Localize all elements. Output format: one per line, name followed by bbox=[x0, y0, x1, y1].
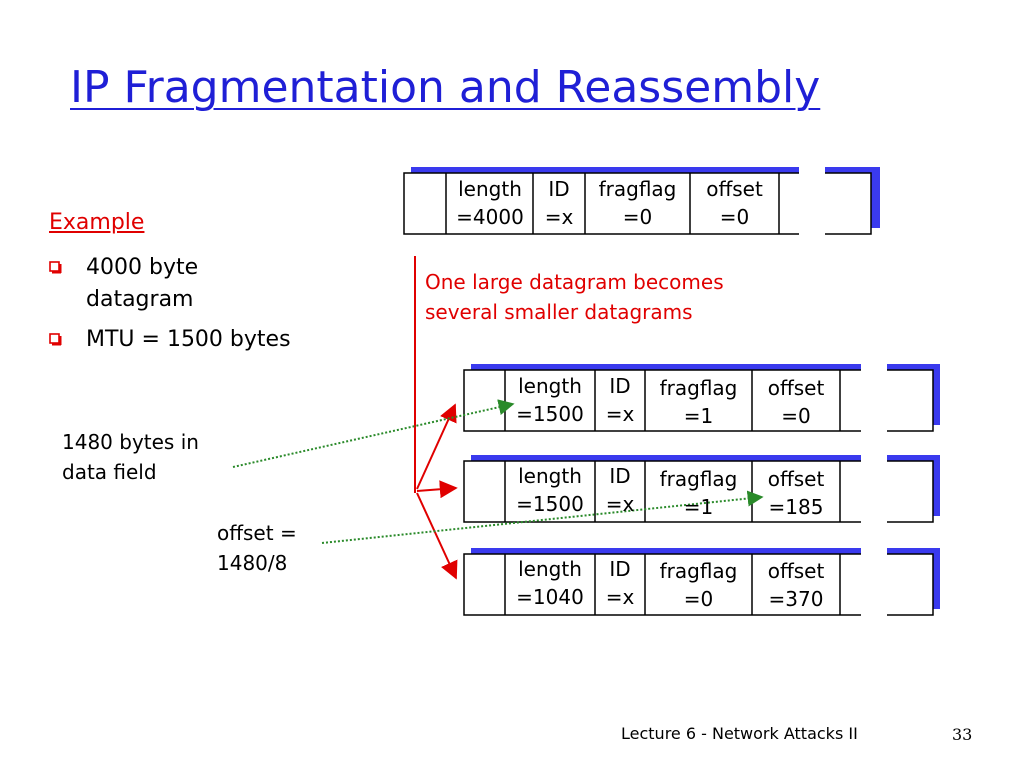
bullet-text: 4000 byte datagram bbox=[86, 252, 198, 316]
bullet-text-line-1: 4000 byte bbox=[86, 255, 199, 280]
fragment-2-id-field: ID =x bbox=[596, 462, 644, 518]
checkbox-bullet-icon bbox=[49, 333, 62, 346]
fragment-2-fragflag-field: fragflag =1 bbox=[646, 465, 751, 521]
original-length-field: length =4000 bbox=[448, 175, 532, 231]
offset-note: offset = 1480/8 bbox=[217, 518, 297, 578]
bullet-text: MTU = 1500 bytes bbox=[86, 327, 291, 352]
checkbox-bullet-icon bbox=[49, 261, 62, 274]
fragmentation-note-line-1: One large datagram becomes bbox=[425, 270, 724, 294]
datagram-fragment-3 bbox=[463, 547, 940, 617]
fragment-3-id-field: ID =x bbox=[596, 555, 644, 611]
original-offset-field: offset =0 bbox=[691, 175, 778, 231]
field-label-line: length =1500 bbox=[516, 374, 584, 426]
datagram-fragment-2 bbox=[463, 454, 940, 524]
field-label-line: fragflag =1 bbox=[659, 467, 738, 519]
field-label-line: length =1040 bbox=[516, 557, 584, 609]
field-label-line: length =4000 bbox=[456, 177, 524, 229]
field-label-line: offset =370 bbox=[767, 559, 825, 611]
bullet-text-line-2: datagram bbox=[86, 287, 194, 312]
fragmentation-note-line-2: several smaller datagrams bbox=[425, 300, 693, 324]
field-label-line: fragflag =0 bbox=[659, 559, 738, 611]
field-label-line: ID =x bbox=[605, 464, 635, 516]
field-label-line: fragflag =0 bbox=[598, 177, 677, 229]
fragment-1-fragflag-field: fragflag =1 bbox=[646, 374, 751, 430]
page-title: IP Fragmentation and Reassembly bbox=[70, 62, 821, 113]
page-number: 33 bbox=[952, 725, 973, 744]
offset-pointer-arrow bbox=[321, 490, 764, 544]
datagram-fragment-1 bbox=[463, 363, 940, 433]
fragmentation-note: One large datagram becomes several small… bbox=[425, 267, 724, 327]
fragment-1-id-field: ID =x bbox=[596, 372, 644, 428]
offset-note-line-1: offset = bbox=[217, 521, 297, 545]
field-label-line: offset =0 bbox=[767, 376, 825, 428]
field-label-line: fragflag =1 bbox=[659, 376, 738, 428]
field-label-line: ID =x bbox=[605, 374, 635, 426]
fragment-3-length-field: length =1040 bbox=[506, 555, 594, 611]
field-label-line: ID =x bbox=[544, 177, 574, 229]
datagram-original bbox=[403, 166, 880, 236]
data-field-note-line-2: data field bbox=[62, 460, 157, 484]
original-id-field: ID =x bbox=[534, 175, 584, 231]
fragment-2-offset-field: offset =185 bbox=[753, 465, 839, 521]
fragment-3-offset-field: offset =370 bbox=[753, 557, 839, 613]
fragment-3-fragflag-field: fragflag =0 bbox=[646, 557, 751, 613]
offset-note-line-2: 1480/8 bbox=[217, 551, 288, 575]
footer-lecture-title: Lecture 6 - Network Attacks II bbox=[621, 724, 858, 743]
field-label-line: ID =x bbox=[605, 557, 635, 609]
field-label-line: offset =0 bbox=[706, 177, 763, 229]
example-heading: Example bbox=[49, 210, 145, 235]
field-label-line: length =1500 bbox=[516, 464, 584, 516]
fragment-2-length-field: length =1500 bbox=[506, 462, 594, 518]
data-field-note-line-1: 1480 bytes in bbox=[62, 430, 199, 454]
data-field-note: 1480 bytes in data field bbox=[62, 427, 199, 487]
fragment-1-length-field: length =1500 bbox=[506, 372, 594, 428]
original-fragflag-field: fragflag =0 bbox=[586, 175, 689, 231]
fragment-1-offset-field: offset =0 bbox=[753, 374, 839, 430]
field-label-line: offset =185 bbox=[767, 467, 825, 519]
